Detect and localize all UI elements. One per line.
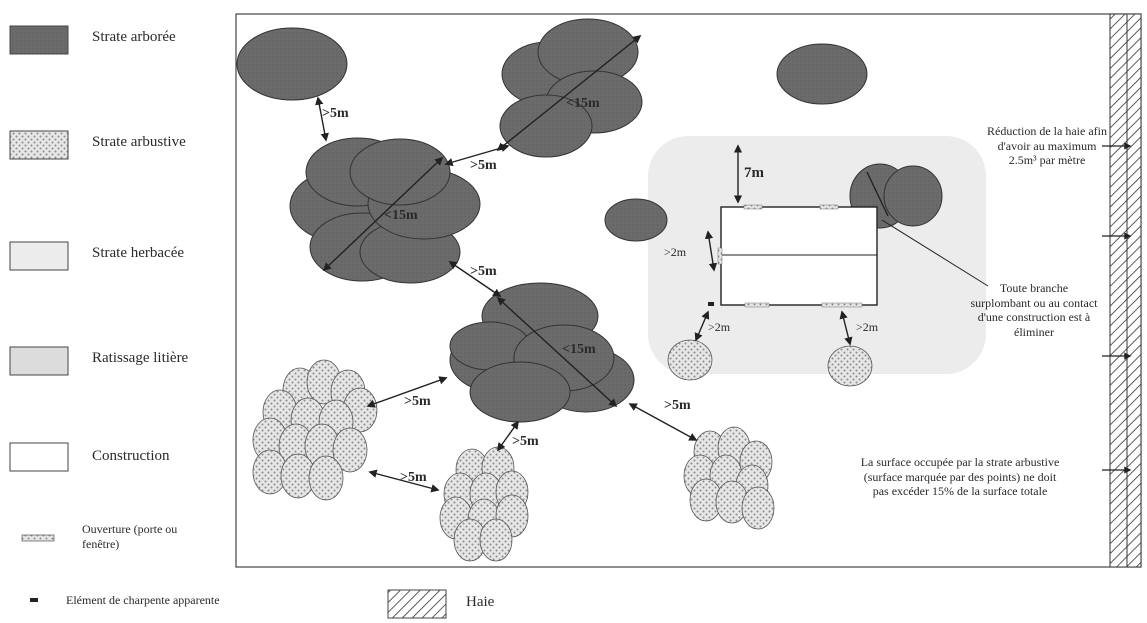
legend-label-frame: Elément de charpente apparente <box>66 593 220 607</box>
tree-cluster-top-left <box>236 27 348 101</box>
tree-small <box>604 198 668 242</box>
distance-label: >5m <box>322 106 349 121</box>
legend-swatch-construction <box>9 442 69 472</box>
distance-label: >5m <box>400 470 427 485</box>
shrub-cluster-right <box>683 426 775 530</box>
legend-label-herb: Strate herbacée <box>92 245 185 261</box>
hedge-arrows <box>1102 142 1132 474</box>
shrub-cluster-center <box>439 446 529 562</box>
legend-swatch-tree <box>9 25 69 55</box>
legend-swatch-litter <box>9 346 69 376</box>
note-hedge-reduction: Réduction de la haie afin d'avoir au max… <box>987 124 1107 167</box>
opening-bottom-left <box>744 302 770 308</box>
legend-label-opening: Ouverture (porte ou fenêtre) <box>82 522 178 551</box>
legend-swatch-opening <box>21 534 55 542</box>
shrub-cluster-left <box>252 359 378 501</box>
note-branches: Toute branche surplombant ou au contact … <box>970 281 1098 339</box>
legend-label-shrub: Strate arbustive <box>92 134 186 150</box>
legend-swatch-frame <box>30 598 38 602</box>
legend-swatch-hedge <box>387 589 447 619</box>
legend-label-litter: Ratissage litière <box>92 350 189 366</box>
note-shrub-surface: La surface occupée par la strate arbusti… <box>860 455 1060 498</box>
construction <box>720 206 878 306</box>
distance-label: <15m <box>566 96 600 111</box>
tree-overhanging <box>849 163 943 229</box>
opening-top-left <box>743 204 763 210</box>
distance-label: >5m <box>664 398 691 413</box>
distance-arrows <box>315 34 853 493</box>
shrub-near-house <box>667 339 873 387</box>
distance-label: <15m <box>384 208 418 223</box>
distance-label: <15m <box>562 342 596 357</box>
distance-label: >2m <box>664 245 687 259</box>
distance-label: >5m <box>470 158 497 173</box>
opening-left <box>717 247 723 265</box>
hedge-strip <box>1109 13 1142 568</box>
frame-element <box>708 302 714 306</box>
distance-label: >5m <box>470 264 497 279</box>
legend-label-hedge: Haie <box>466 594 495 610</box>
distance-label: >2m <box>708 320 731 334</box>
legend-swatch-shrub <box>9 130 69 160</box>
distance-label: >5m <box>404 394 431 409</box>
legend-swatch-herb <box>9 241 69 271</box>
legend-label-construction: Construction <box>92 448 170 464</box>
legend-label-tree: Strate arborée <box>92 29 176 45</box>
distance-label: 7m <box>744 165 764 181</box>
branch-pointer-line <box>881 219 989 287</box>
tree-isolated <box>776 43 868 105</box>
opening-top-right <box>819 204 839 210</box>
opening-bottom-right <box>821 302 863 308</box>
distance-label: >2m <box>856 320 879 334</box>
distance-label: >5m <box>512 434 539 449</box>
